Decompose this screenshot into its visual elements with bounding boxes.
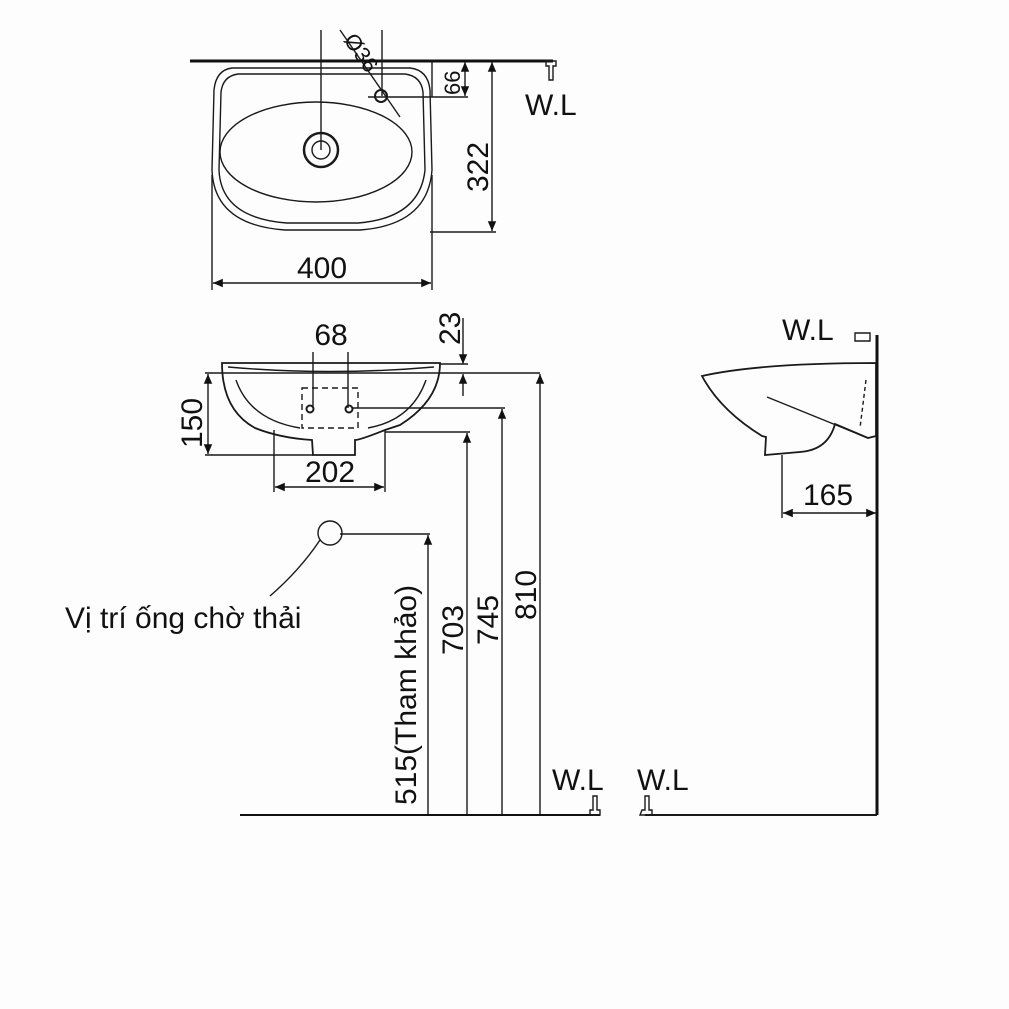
basin-side-outline [700, 362, 877, 456]
dim-rim-offset: 23 [434, 312, 467, 345]
dim-hole-spacing: 68 [314, 319, 347, 352]
dim-810: 810 [510, 570, 543, 620]
dim-depth: 322 [462, 142, 495, 192]
front-view: 68 23 150 202 703 745 810 515(Tham khảo)… [65, 312, 604, 816]
dim-drain-height: 515(Tham khảo) [390, 585, 423, 805]
drain-position-label: Vị trí ống chờ thải [65, 602, 301, 635]
dim-hole-offset: 66 [440, 71, 465, 95]
drain-pipe-icon [317, 520, 343, 546]
dim-width: 400 [297, 252, 347, 285]
dim-projection: 165 [803, 479, 853, 512]
basin-front-outline [221, 362, 441, 456]
bracket-hidden-outline [301, 387, 359, 429]
water-level-arrow-icon [545, 60, 557, 81]
water-level-label: W.L [525, 89, 577, 122]
water-level-label: W.L [552, 764, 604, 797]
water-level-arrow-icon [854, 332, 871, 342]
side-view: W.L W.L 165 [637, 314, 879, 816]
top-view: Ø36 66 322 400 W.L [190, 29, 577, 290]
dim-bracket-spacing: 202 [305, 456, 355, 489]
dim-745: 745 [472, 595, 505, 645]
rim-inner [227, 366, 435, 373]
dim-hole-diameter: Ø36 [339, 29, 383, 77]
water-level-arrow-icon [638, 795, 653, 816]
basin-inner-rim [218, 73, 426, 224]
water-level-label: W.L [782, 314, 834, 347]
water-level-label: W.L [637, 764, 689, 797]
bowl-outline [219, 101, 413, 203]
water-level-arrow-icon [589, 795, 601, 816]
dim-703: 703 [437, 605, 470, 655]
dim-bowl-height: 150 [176, 398, 209, 448]
leader-line [269, 539, 321, 597]
basin-outline [211, 67, 433, 231]
